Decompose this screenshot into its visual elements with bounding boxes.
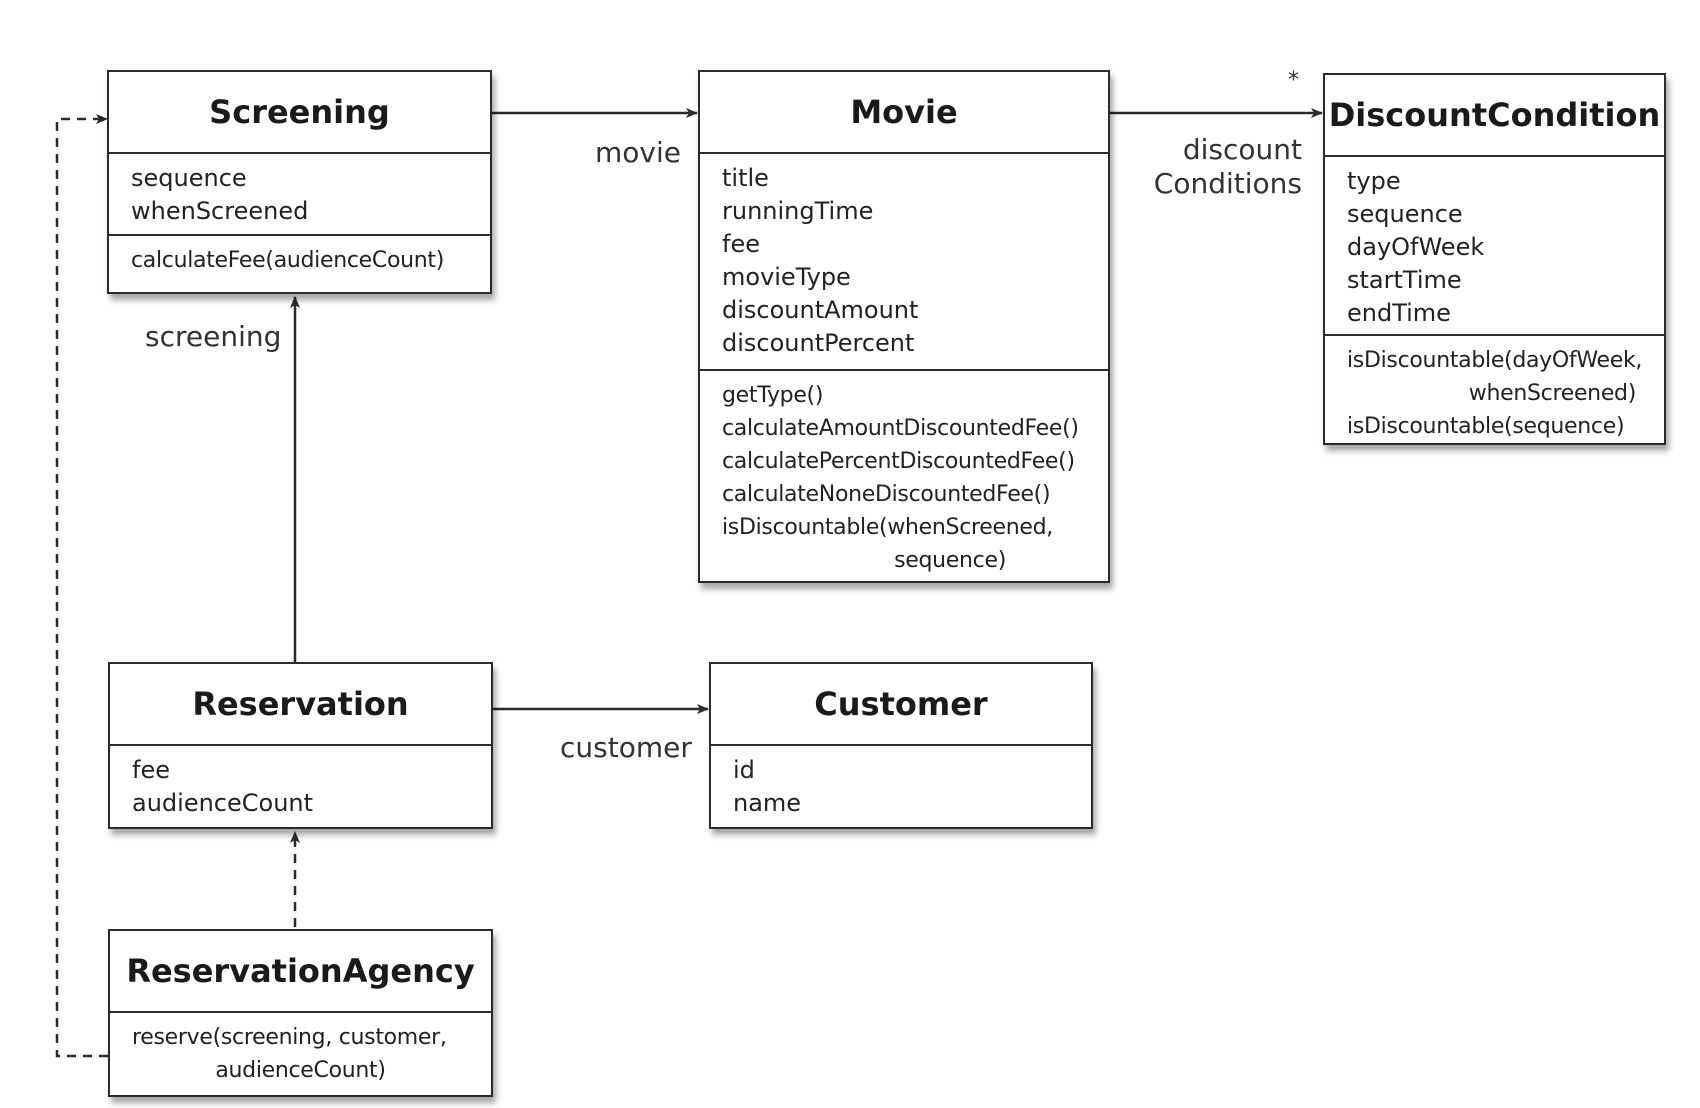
- attribute: discountAmount: [722, 296, 919, 324]
- class-customer: Customer id name: [709, 662, 1093, 829]
- attributes: fee audienceCount: [110, 746, 491, 826]
- class-name: Movie: [700, 72, 1108, 154]
- role-label-movie: movie: [595, 136, 681, 169]
- role-label-screening: screening: [145, 320, 282, 353]
- operation-continuation: sequence): [894, 548, 1006, 573]
- class-name: Customer: [711, 664, 1091, 746]
- class-movie: Movie title runningTime fee movieType di…: [698, 70, 1110, 583]
- attribute: dayOfWeek: [1347, 233, 1485, 261]
- role-label-customer: customer: [560, 731, 692, 764]
- attribute: title: [722, 164, 769, 192]
- attributes: sequence whenScreened: [109, 154, 490, 234]
- operation: calculateFee(audienceCount): [131, 248, 445, 273]
- class-reservationagency: ReservationAgency reserve(screening, cus…: [108, 929, 493, 1097]
- operation: calculateNoneDiscountedFee(): [722, 482, 1051, 507]
- operation-continuation: audienceCount): [215, 1058, 386, 1083]
- attribute: runningTime: [722, 197, 874, 225]
- operation: calculateAmountDiscountedFee(): [722, 416, 1079, 441]
- operation: calculatePercentDiscountedFee(): [722, 449, 1075, 474]
- attributes: title runningTime fee movieType discount…: [700, 154, 1108, 369]
- operations: calculateFee(audienceCount): [109, 234, 490, 283]
- role-label-conditions: Conditions: [1153, 167, 1302, 200]
- attribute: audienceCount: [132, 789, 314, 817]
- operation: isDiscountable(dayOfWeek,: [1347, 348, 1643, 373]
- operation: isDiscountable(whenScreened,: [722, 515, 1053, 540]
- class-discountcondition: DiscountCondition type sequence dayOfWee…: [1323, 73, 1666, 445]
- attribute: discountPercent: [722, 329, 915, 357]
- operation: isDiscountable(sequence): [1347, 414, 1625, 439]
- attribute: id: [733, 756, 755, 784]
- attribute: sequence: [1347, 200, 1463, 228]
- attributes: type sequence dayOfWeek startTime endTim…: [1325, 157, 1664, 334]
- attribute: endTime: [1347, 299, 1451, 327]
- operation: getType(): [722, 383, 824, 408]
- attribute: name: [733, 789, 802, 817]
- class-reservation: Reservation fee audienceCount: [108, 662, 493, 829]
- operations: getType() calculateAmountDiscountedFee()…: [700, 369, 1108, 583]
- attribute: sequence: [131, 164, 247, 192]
- operations: isDiscountable(dayOfWeek, whenScreened) …: [1325, 334, 1664, 449]
- attribute: whenScreened: [131, 197, 309, 225]
- class-screening: Screening sequence whenScreened calculat…: [107, 70, 492, 294]
- attribute: startTime: [1347, 266, 1462, 294]
- role-label-discount: discount: [1182, 133, 1302, 166]
- operations: reserve(screening, customer, audienceCou…: [110, 1013, 491, 1093]
- attribute: fee: [132, 756, 170, 784]
- attribute: type: [1347, 167, 1401, 195]
- dependency-agency-screening: [55, 114, 108, 1058]
- operation: reserve(screening, customer,: [132, 1025, 447, 1050]
- operation-continuation: whenScreened): [1468, 381, 1637, 406]
- attribute: fee: [722, 230, 760, 258]
- class-name: DiscountCondition: [1325, 75, 1664, 157]
- class-name: ReservationAgency: [110, 931, 491, 1013]
- multiplicity-label: *: [1288, 68, 1299, 93]
- attribute: movieType: [722, 263, 851, 291]
- class-name: Screening: [109, 72, 490, 154]
- attributes: id name: [711, 746, 1091, 826]
- class-name: Reservation: [110, 664, 491, 746]
